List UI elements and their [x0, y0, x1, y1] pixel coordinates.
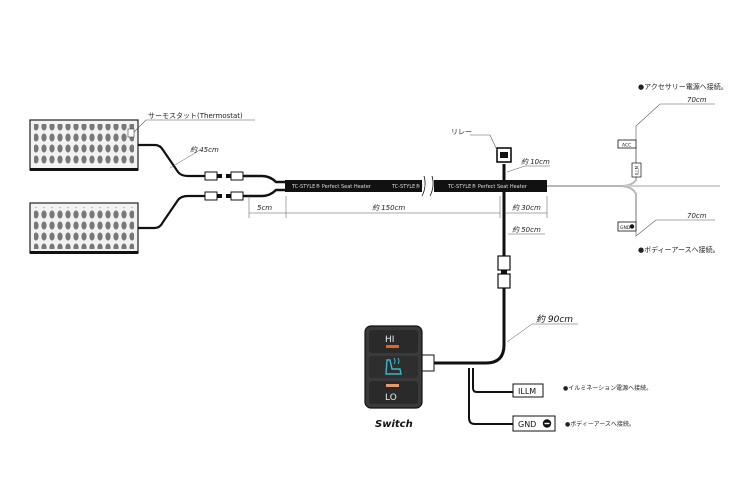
dim-90cm: 約 90cm	[536, 314, 573, 325]
d10-leader	[506, 165, 526, 173]
dim-10cm: 約 10cm	[521, 158, 550, 166]
break-marks	[421, 175, 434, 197]
dim-70cm-acc: 70cm	[687, 96, 707, 104]
gnd-tag: GND	[620, 225, 631, 231]
pad2-wire	[138, 194, 205, 230]
gnd-terminal	[617, 221, 637, 232]
acc-leader	[635, 103, 715, 140]
gnd-wire	[547, 185, 637, 222]
switch-unit: HI LO	[364, 325, 435, 409]
gnd-lower-wire	[468, 368, 513, 425]
dim-30cm: 約 30cm	[512, 204, 541, 212]
cable-tag-1: TC-STYLE® Perfect Seat Heater	[291, 183, 372, 190]
gnd-lower-terminal	[512, 415, 556, 432]
dim-45cm: 約 45cm	[190, 146, 219, 154]
thermostat-leader	[133, 119, 255, 133]
switch-plug	[421, 354, 435, 372]
connector-pair-top	[204, 171, 244, 181]
switch-hi-key[interactable]	[369, 330, 418, 353]
inline-connector-pin	[501, 270, 507, 274]
y-split-bottom	[243, 188, 285, 198]
acc-tag: ACC	[622, 143, 631, 149]
inline-connector-lower	[497, 273, 511, 289]
heater-pad-top	[29, 119, 139, 171]
switch-hi-led	[386, 345, 399, 348]
inline-connector-upper	[497, 255, 511, 271]
gnd-leader	[635, 219, 715, 237]
connector-pair-bottom	[204, 191, 244, 201]
illm-note: ●イルミネーション電源へ接続。	[563, 384, 652, 392]
cable-tag-2: TC-STYLE® Pe	[391, 183, 428, 190]
switch-mid-key	[369, 356, 418, 378]
acc-note: ●アクセサリー電源へ接続。	[638, 82, 728, 91]
heater-pad-bottom	[29, 202, 139, 254]
gnd-minus-bar	[544, 422, 550, 425]
acc-terminal	[617, 139, 637, 149]
y-split-top	[243, 174, 285, 184]
relay-label: リレー	[451, 128, 472, 136]
pad1-wire	[138, 143, 205, 178]
switch-hi-label: HI	[385, 335, 394, 345]
dim-70cm-gnd: 70cm	[687, 212, 707, 220]
gnd-note: ●ボディーアースへ接続。	[638, 245, 720, 254]
thermostat-label: サーモスタット(Thermostat)	[148, 111, 243, 120]
illm-terminal	[512, 383, 544, 398]
gnd-lower-label: GND	[518, 420, 536, 429]
dim-150cm: 約 150cm	[372, 204, 405, 212]
seat-heater-icon	[385, 357, 402, 375]
illm-side-tag-text: ILLM	[635, 165, 640, 175]
switch-lo-led	[386, 384, 399, 387]
relay-icon-core	[500, 152, 508, 158]
d45-leader	[169, 149, 201, 169]
illm-lower-wire	[472, 368, 513, 393]
switch-lo-key[interactable]	[369, 381, 418, 404]
dim-5cm: 5cm	[257, 204, 272, 212]
d90-leader	[506, 323, 533, 343]
illm-label: ILLM	[518, 387, 536, 396]
relay-leader	[470, 134, 498, 151]
acc-wire	[547, 160, 637, 187]
gnd-lower-note: ●ボディーアースへ接続。	[565, 420, 635, 428]
illm-side-tag	[631, 162, 642, 178]
switch-caption: Switch	[375, 419, 413, 430]
switch-lo-label: LO	[385, 393, 397, 403]
main-harness	[285, 180, 547, 192]
thermostat-icon	[127, 128, 135, 138]
cable-tag-3: TC-STYLE® Perfect Seat Heater	[447, 183, 528, 190]
dim-50cm: 約 50cm	[512, 226, 541, 234]
gnd-minus-icon	[629, 224, 635, 229]
switch-wire	[434, 288, 506, 365]
